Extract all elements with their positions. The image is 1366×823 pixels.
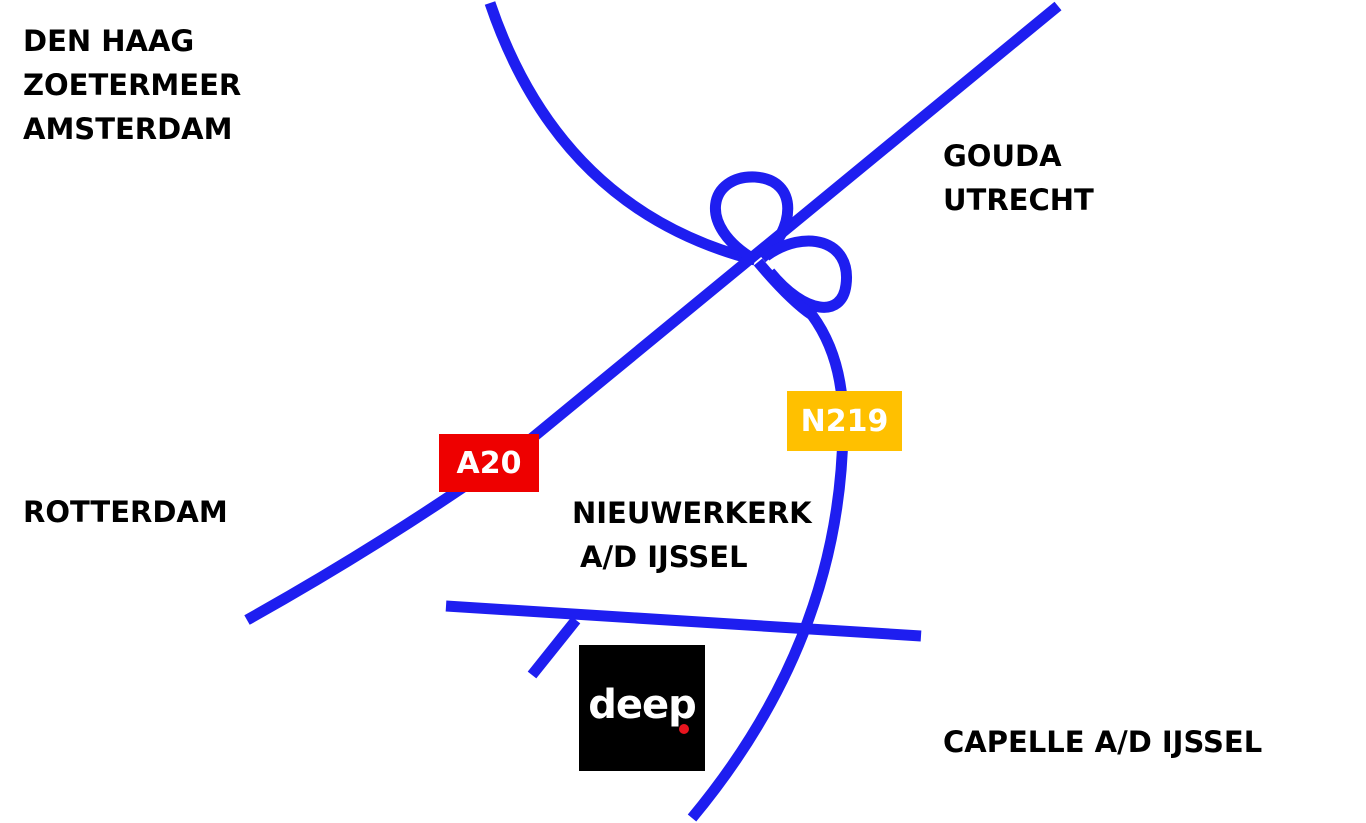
- destination-north-east: GOUDA UTRECHT: [943, 134, 1094, 222]
- place-amsterdam: AMSTERDAM: [23, 112, 233, 146]
- place-capelle: CAPELLE A/D IJSSEL: [943, 725, 1263, 759]
- a20-shield: A20: [439, 434, 539, 492]
- logo-dot-icon: [679, 724, 689, 734]
- cloverleaf-loop-north: [709, 171, 794, 265]
- north-road: [484, 1, 757, 266]
- place-nieuwerkerk: NIEUWERKERK: [572, 496, 812, 530]
- place-den-haag: DEN HAAG: [23, 24, 195, 58]
- place-zoetermeer: ZOETERMEER: [23, 68, 242, 102]
- local-road: [445, 600, 922, 642]
- place-gouda: GOUDA: [943, 139, 1062, 173]
- n219-shield: N219: [787, 391, 902, 451]
- cloverleaf-loop-south: [762, 235, 852, 313]
- place-utrecht: UTRECHT: [943, 183, 1094, 217]
- place-rotterdam: ROTTERDAM: [23, 495, 228, 529]
- logo-wordmark: deep: [588, 682, 697, 728]
- deep-logo: deep: [579, 645, 705, 771]
- access-road: [527, 616, 581, 679]
- destination-center: NIEUWERKERK A/D IJSSEL: [572, 491, 812, 579]
- place-aan-den-ijssel: A/D IJSSEL: [580, 540, 748, 574]
- destination-north-west: DEN HAAG ZOETERMEER AMSTERDAM: [23, 19, 241, 151]
